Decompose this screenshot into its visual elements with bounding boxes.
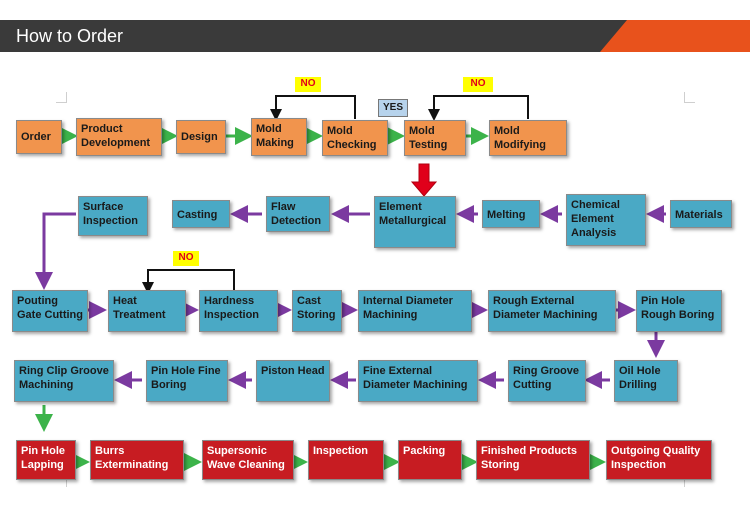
arrow-no-loop-modifying-to-testing [428, 95, 529, 121]
header-accent [600, 20, 750, 52]
no-tag: NO [463, 77, 493, 92]
step-mold-testing: Mold Testing [404, 120, 466, 156]
arrow-no-loop-checking-to-making [270, 95, 356, 121]
step-hardness-inspection: Hardness Inspection [199, 290, 278, 332]
step-mold-modifying: Mold Modifying [489, 120, 567, 156]
step-ring-clip-groove-machining: Ring Clip Groove Machining [14, 360, 114, 402]
step-supersonic-wave-cleaning: Supersonic Wave Cleaning [202, 440, 294, 480]
yes-tag: YES [378, 99, 408, 117]
step-order: Order [16, 120, 62, 154]
frame-corner [684, 92, 695, 103]
step-oil-hole-drilling: Oil Hole Drilling [614, 360, 678, 402]
arrow-surface-to-pouting [35, 212, 76, 290]
step-pin-hole-fine-boring: Pin Hole Fine Boring [146, 360, 228, 402]
step-melting: Melting [482, 200, 540, 228]
page-title: How to Order [16, 26, 124, 46]
arrow-no-loop-hardness-to-heat [142, 269, 235, 294]
step-pin-hole-rough-boring: Pin Hole Rough Boring [636, 290, 722, 332]
step-finished-products-storing: Finished Products Storing [476, 440, 590, 480]
step-product-development: Product Development [76, 118, 162, 156]
arrow-testing-down-to-element [410, 163, 438, 197]
step-flaw-detection: Flaw Detection [266, 196, 330, 232]
step-pin-hole-lapping: Pin Hole Lapping [16, 440, 76, 480]
step-ring-groove-cutting: Ring Groove Cutting [508, 360, 586, 402]
step-internal-diameter-machining: Internal Diameter Machining [358, 290, 472, 332]
step-materials: Materials [670, 200, 732, 228]
step-rough-external-diameter-machining: Rough External Diameter Machining [488, 290, 616, 332]
step-design: Design [176, 120, 226, 154]
step-element-metallurgical: Element Metallurgical [374, 196, 456, 248]
step-chemical-element-analysis: Chemical Element Analysis [566, 194, 646, 246]
no-tag: NO [173, 251, 199, 266]
step-mold-making: Mold Making [251, 118, 307, 156]
step-burrs-exterminating: Burrs Exterminating [90, 440, 184, 480]
step-surface-inspection: Surface Inspection [78, 196, 148, 236]
step-mold-checking: Mold Checking [322, 120, 388, 156]
step-inspection: Inspection [308, 440, 384, 480]
step-pouting-gate-cutting: Pouting Gate Cutting [12, 290, 88, 332]
step-heat-treatment: Heat Treatment [108, 290, 186, 332]
frame-corner [56, 92, 67, 103]
no-tag: NO [295, 77, 321, 92]
step-fine-external-diameter-machining: Fine External Diameter Machining [358, 360, 478, 402]
step-packing: Packing [398, 440, 462, 480]
step-casting: Casting [172, 200, 230, 228]
step-outgoing-quality-inspection: Outgoing Quality Inspection [606, 440, 712, 480]
step-cast-storing: Cast Storing [292, 290, 342, 332]
step-piston-head: Piston Head [256, 360, 330, 402]
